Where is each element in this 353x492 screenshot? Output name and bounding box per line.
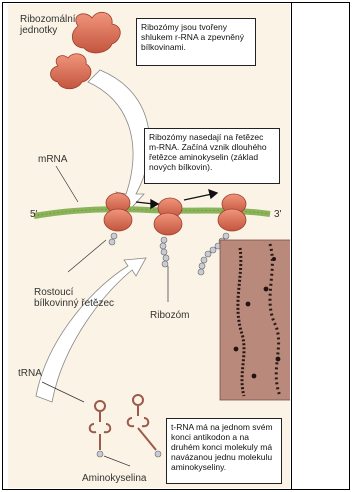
movement-arrow-2 [184, 190, 217, 200]
callout-ribosomes: Ribozómy jsou tvořeny shlukem r-RNA a zp… [136, 18, 256, 66]
label-mrna: mRNA [38, 154, 67, 165]
ribosome-1 [104, 193, 132, 245]
ribosomal-subunit-large [72, 12, 120, 53]
polysome-micrograph [220, 240, 290, 400]
label-trna: tRNA [18, 368, 42, 379]
ribosome-2 [154, 198, 182, 267]
label-ribosome: Ribozóm [150, 310, 189, 321]
trna-molecule-2 [128, 395, 156, 450]
trna-molecule-1 [90, 401, 111, 450]
callout-attach: Ribozómy nasedají na řetězec m-RNA. Začí… [144, 128, 280, 184]
assembly-arrow [88, 70, 150, 214]
translation-diagram [8, 4, 290, 488]
chain-leader [68, 240, 106, 272]
ribosomal-subunit-small [51, 54, 91, 89]
amino-acid-bead-1 [97, 451, 103, 457]
mrna-leader [56, 166, 78, 202]
label-growing-chain: Rostoucí bílkovinný řetězec [34, 287, 114, 309]
aa-leader [104, 456, 130, 466]
callout-trna: t-RNA má na jednom svém konci antikodon … [166, 418, 282, 484]
label-ribosomal-subunits: Ribozomální jednotky [20, 14, 76, 36]
trna-arrow [36, 258, 146, 402]
right-column-divider [291, 2, 292, 490]
amino-acid-bead-2 [155, 451, 161, 457]
label-5-prime: 5' [30, 209, 37, 220]
diagram-canvas: Ribozomální jednotky mRNA 5' 3' Rostoucí… [8, 4, 290, 488]
label-3-prime: 3' [274, 209, 281, 220]
label-amino-acid: Aminokyselina [82, 473, 146, 484]
